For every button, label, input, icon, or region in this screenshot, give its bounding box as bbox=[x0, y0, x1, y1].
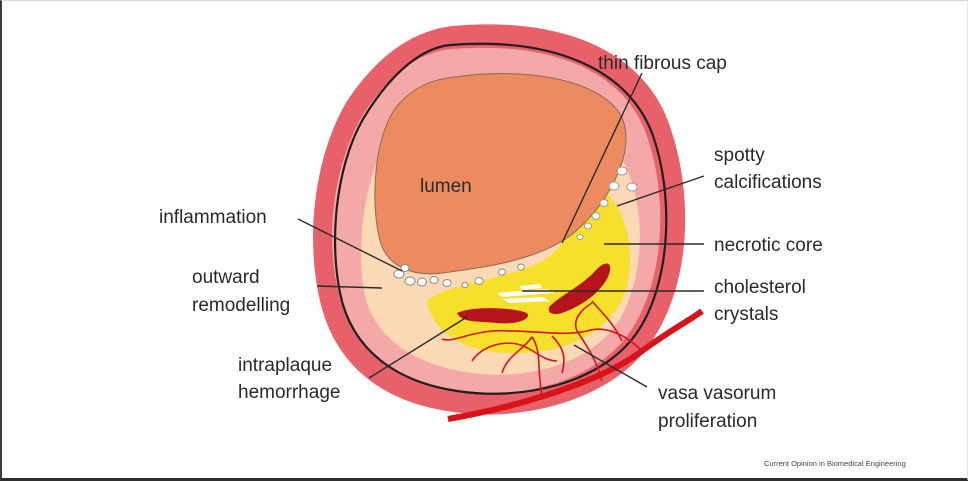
label-cholesterol: cholesterol bbox=[714, 277, 806, 298]
label-lumen: lumen bbox=[420, 176, 472, 197]
label-inflammation: inflammation bbox=[159, 207, 267, 228]
label-spotty: spotty bbox=[714, 145, 765, 166]
label-remodelling: remodelling bbox=[192, 295, 290, 316]
label-necrotic-core: necrotic core bbox=[714, 235, 823, 256]
label-thin-fibrous-cap: thin fibrous cap bbox=[598, 53, 727, 74]
label-vasa-vasorum: vasa vasorum bbox=[658, 383, 776, 404]
label-hemorrhage: hemorrhage bbox=[238, 382, 340, 403]
label-calcifications: calcifications bbox=[714, 172, 822, 193]
label-crystals: crystals bbox=[714, 304, 778, 325]
label-outward: outward bbox=[192, 267, 260, 288]
label-intraplaque: intraplaque bbox=[238, 355, 332, 376]
label-proliferation: proliferation bbox=[658, 411, 757, 432]
credit-line: Current Opinion in Biomedical Engineerin… bbox=[764, 459, 906, 468]
